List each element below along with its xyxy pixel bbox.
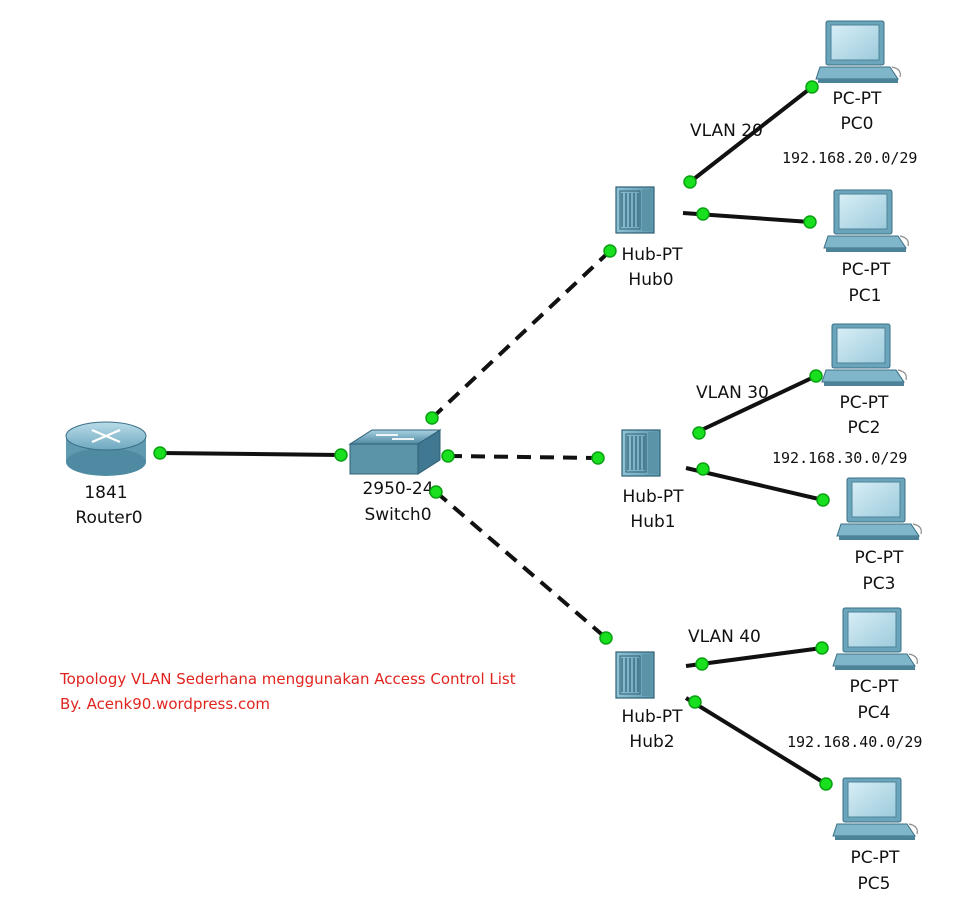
pc5-model: PC-PT [851,848,901,868]
pc-icon [836,477,922,541]
port-dot [696,462,710,476]
port-dot [819,777,833,791]
port-dot [599,631,613,645]
router-icon [65,421,147,476]
port-dot [591,451,605,465]
hub0-model: Hub-PT [621,245,683,265]
hub2[interactable]: Hub-PT Hub2 [615,651,683,752]
pc1[interactable]: PC-PT PC1 [823,189,909,306]
link-hub1-pc2[interactable] [692,374,817,436]
port-dot [815,641,829,655]
switch0-name: Switch0 [364,505,431,525]
pc3-model: PC-PT [855,548,905,568]
port-dot [695,657,709,671]
link-router0-switch0[interactable] [159,451,342,457]
link-hub0-pc0[interactable] [688,85,814,184]
switch-icon [348,429,442,475]
pc3-name: PC3 [863,574,896,594]
port-dot [429,485,443,499]
link-hub1-pc3[interactable] [685,466,824,502]
pc-icon [832,607,918,671]
port-dot [425,411,439,425]
hub0[interactable]: Hub-PT Hub0 [615,186,683,290]
switch0-model: 2950-24 [362,479,433,499]
router0-model: 1841 [84,483,127,503]
vlan20-label: VLAN 20 [690,121,763,141]
pc0[interactable]: PC-PT PC0 [815,20,901,134]
port-dot [334,448,348,462]
caption-author: By. Acenk90.wordpress.com [60,695,270,713]
pc3[interactable]: PC-PT PC3 [836,477,922,594]
pc-icon [823,189,909,253]
port-dot [603,244,617,258]
port-dot [683,175,697,189]
vlan30-label: VLAN 30 [696,383,769,403]
caption-title: Topology VLAN Sederhana menggunakan Acce… [59,670,516,688]
port-dot [805,80,819,94]
port-dot [816,493,830,507]
pc1-name: PC1 [849,286,882,306]
hub-icon [615,651,655,699]
pc-icon [821,323,907,387]
port-dot [441,449,455,463]
port-dot [809,369,823,383]
pc2[interactable]: PC-PT PC2 [821,323,907,438]
pc-icon [815,20,901,84]
hub-icon [615,186,655,234]
router0-name: Router0 [75,508,142,528]
hub-icon [621,429,661,477]
pc2-model: PC-PT [840,393,890,413]
pc1-model: PC-PT [842,260,892,280]
vlan20-network: 192.168.20.0/29 [782,149,917,167]
hub1-name: Hub1 [630,512,675,532]
link-switch0-hub1[interactable] [447,454,599,460]
port-dot [692,426,706,440]
port-dot [696,207,710,221]
pc4-model: PC-PT [850,677,900,697]
pc0-name: PC0 [841,114,874,134]
link-switch0-hub0[interactable] [430,249,612,420]
pc2-name: PC2 [848,418,881,438]
pc4[interactable]: PC-PT PC4 [832,607,918,723]
pc0-model: PC-PT [833,89,883,109]
link-switch0-hub2[interactable] [434,490,608,640]
pc4-name: PC4 [858,703,891,723]
pc5[interactable]: PC-PT PC5 [832,777,918,894]
port-dot [688,695,702,709]
hub1[interactable]: Hub-PT Hub1 [621,429,684,532]
hub1-model: Hub-PT [622,487,684,507]
hub0-name: Hub0 [628,270,673,290]
pc5-name: PC5 [858,874,891,894]
router0[interactable]: 1841 Router0 [65,421,147,528]
port-dot [153,446,167,460]
port-dot [803,215,817,229]
pc-icon [832,777,918,841]
port-indicators [153,80,833,791]
vlan40-network: 192.168.40.0/29 [787,733,922,751]
vlan40-label: VLAN 40 [688,627,761,647]
hub2-model: Hub-PT [621,707,683,727]
vlan30-network: 192.168.30.0/29 [772,449,907,467]
link-hub2-pc5[interactable] [684,696,828,786]
links [159,85,828,786]
switch0[interactable]: 2950-24 Switch0 [348,429,442,525]
hub2-name: Hub2 [629,732,674,752]
